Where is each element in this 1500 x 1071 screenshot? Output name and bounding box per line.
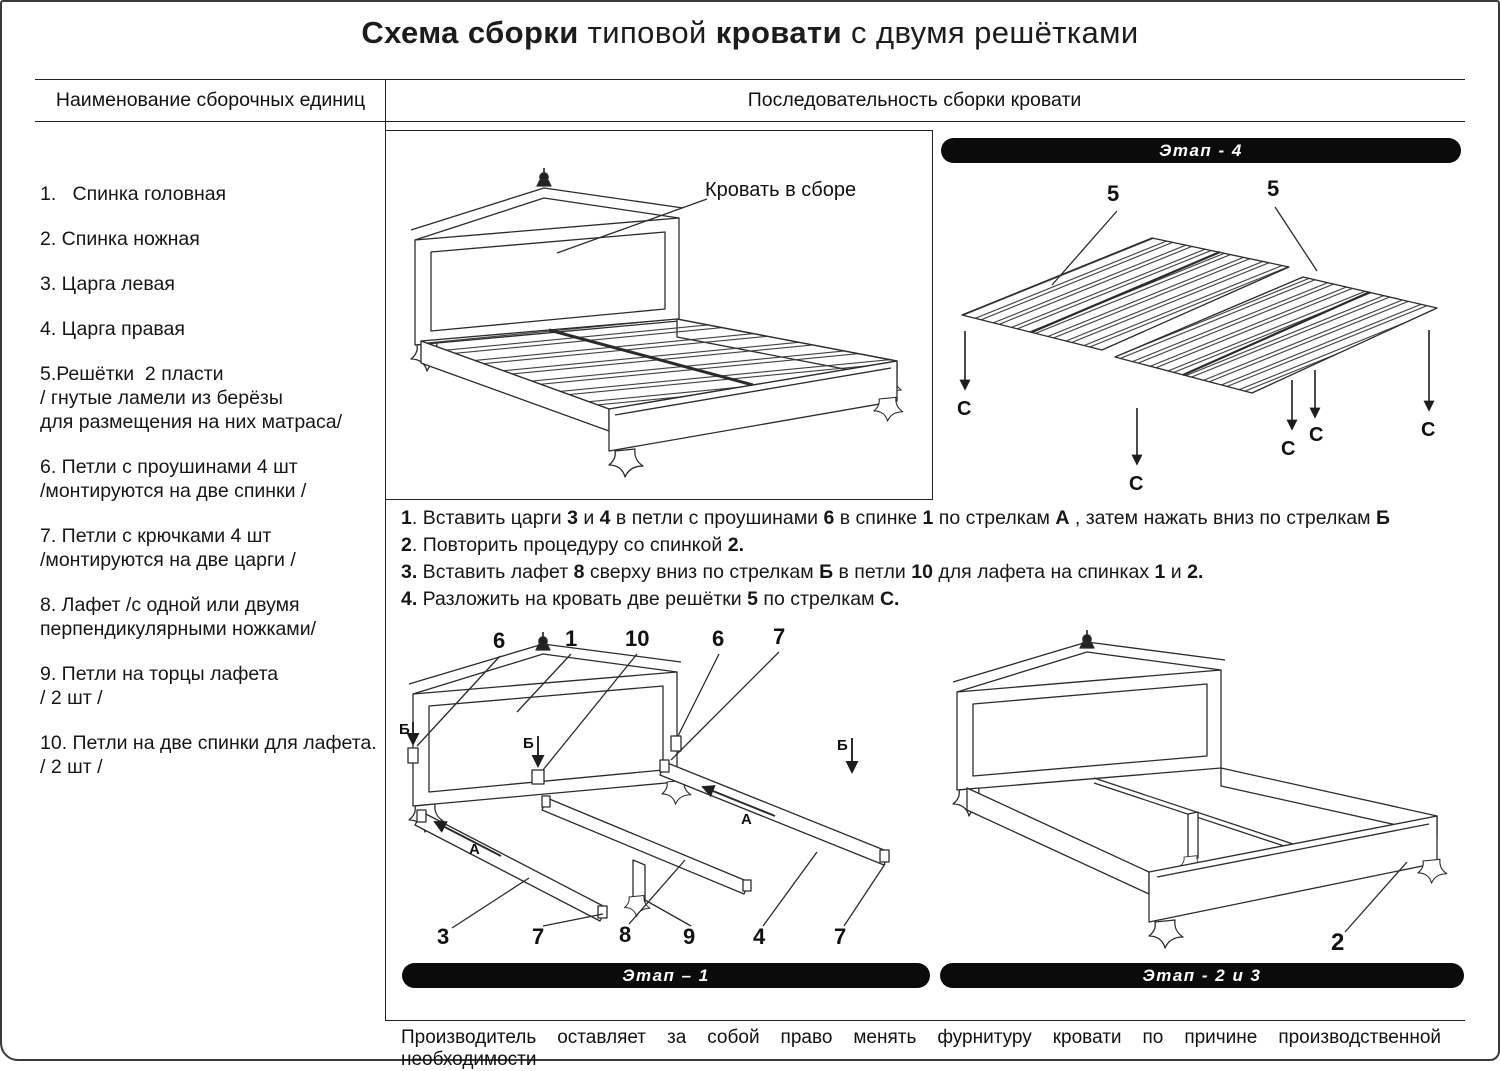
b-label-center: Б	[523, 735, 534, 752]
assembly-steps: 1. Вставить царги 3 и 4 в петли с проуши…	[401, 506, 1463, 614]
part-item-3: 3. Царга левая	[40, 273, 175, 295]
b-label-left: Б	[399, 721, 410, 738]
part-item-5: 5.Решётки 2 пласти / гнутые ламели из бе…	[40, 363, 343, 433]
title-bold-2: кровати	[715, 15, 843, 50]
c-arrow-labels: С С С С С	[957, 398, 1435, 495]
eye-hinge-left	[407, 747, 419, 764]
c-label-1: С	[957, 398, 971, 420]
left-side-rail-part	[414, 809, 608, 922]
part-item-1: 1. Спинка головная	[40, 183, 227, 205]
assembled-bed-caption: Кровать в сборе	[705, 179, 857, 201]
a-label-left: А	[469, 841, 480, 858]
stage-4-diagram: 5 5 С С С С С	[957, 176, 1438, 495]
column-divider	[385, 79, 386, 1020]
eye-hinge-right	[670, 735, 682, 752]
label-7-right: 7	[834, 924, 846, 949]
headboard	[408, 631, 692, 833]
part-item-10: 10. Петли на две спинки для лафета. / 2 …	[40, 732, 377, 778]
footboard-left-foot	[1148, 919, 1184, 949]
label-10: 10	[625, 626, 649, 651]
label-5-right-leader	[1274, 206, 1318, 272]
manufacturer-note: Производитель оставляет за собой право м…	[401, 1027, 1441, 1070]
footboard-left-foot	[608, 448, 644, 478]
c-direction-arrows	[959, 330, 1435, 466]
parts-list: 1. Спинка головная 2. Спинка ножная 3. Ц…	[40, 182, 382, 800]
part-item-9: 9. Петли на торцы лафета / 2 шт /	[40, 663, 279, 709]
label-6-left: 6	[493, 628, 505, 653]
label-1: 1	[565, 626, 577, 651]
center-rail	[548, 328, 754, 387]
grid-label-5-right: 5	[1267, 176, 1279, 201]
part-item-2: 2. Спинка ножная	[40, 228, 200, 250]
label-7-top: 7	[773, 624, 785, 649]
label-3: 3	[437, 924, 449, 949]
part-item-7: 7. Петли с крючками 4 шт /монтируются на…	[40, 525, 296, 571]
grid-panel-2	[1114, 276, 1438, 394]
a-label-right: А	[741, 811, 752, 828]
step-1: 1. Вставить царги 3 и 4 в петли с проуши…	[401, 507, 1390, 529]
part-item-6: 6. Петли с проушинами 4 шт /монтируются …	[40, 456, 307, 502]
label-5-left-leader	[1051, 210, 1118, 286]
c-label-3: С	[1281, 438, 1295, 460]
leader-lines	[416, 651, 886, 929]
step-4: 4. Разложить на кровать две решётки 5 по…	[401, 588, 900, 610]
footboard	[608, 360, 904, 478]
caption-leader-line	[556, 198, 708, 254]
right-side-rail-part	[659, 759, 890, 866]
assembled-bed-drawing	[410, 167, 904, 478]
headboard	[952, 629, 1226, 817]
divider-under-headers	[35, 121, 1465, 122]
step-3: 3. Вставить лафет 8 сверху вниз по стрел…	[401, 561, 1204, 583]
grid-label-5-left: 5	[1107, 181, 1119, 206]
part-item-8: 8. Лафет /с одной или двумя перпендикуля…	[40, 594, 317, 640]
c-label-2: С	[1129, 473, 1143, 495]
stage-1-diagram: 6 1 10 6 7 3 7 8 9 4 7 Б Б Б А А	[399, 624, 890, 949]
part-item-4: 4. Царга правая	[40, 318, 185, 340]
left-side-rail	[966, 787, 1150, 895]
c-label-4: С	[1309, 424, 1323, 446]
sequence-column-header: Последовательность сборки кровати	[747, 89, 1082, 111]
title-bold-1: Схема сборки	[361, 15, 579, 50]
title-regular-2: с двумя решётками	[842, 15, 1139, 50]
footboard	[1148, 815, 1448, 949]
stage-1-banner: Этап – 1	[402, 963, 930, 988]
arrow-letter-labels: Б Б Б А А	[399, 721, 848, 858]
divider-above-footer	[385, 1020, 1465, 1021]
page-title: Схема сборки типовой кровати с двумя реш…	[2, 15, 1498, 51]
stage-2-3-diagram: 2	[952, 629, 1448, 956]
step-2: 2. Повторить процедуру со спинкой 2.	[401, 534, 744, 556]
label-9: 9	[683, 924, 695, 949]
label-4: 4	[753, 924, 766, 949]
lafet-part	[541, 795, 752, 917]
lafet-hinge-center	[531, 769, 545, 785]
stage-4-banner: Этап - 4	[941, 138, 1461, 163]
label-7-left: 7	[532, 924, 544, 949]
label-6-right: 6	[712, 626, 724, 651]
label-2: 2	[1331, 929, 1344, 956]
b-label-right: Б	[837, 737, 848, 754]
grid-panel-1	[961, 237, 1290, 351]
divider-under-title	[35, 79, 1465, 80]
lafet-leg	[1187, 811, 1199, 861]
part-number-labels: 6 1 10 6 7 3 7 8 9 4 7	[437, 624, 846, 949]
parts-column-header: Наименование сборочных единиц	[55, 89, 366, 111]
direction-arrows	[406, 722, 859, 857]
c-label-5: С	[1421, 419, 1435, 441]
label-2-leader	[1344, 861, 1408, 933]
lafet	[1093, 777, 1294, 875]
assembled-bed-panel: Кровать в сборе	[385, 130, 933, 500]
stage-2-3-banner: Этап - 2 и 3	[940, 963, 1464, 988]
title-regular-1: типовой	[578, 15, 716, 50]
label-8: 8	[619, 922, 631, 947]
